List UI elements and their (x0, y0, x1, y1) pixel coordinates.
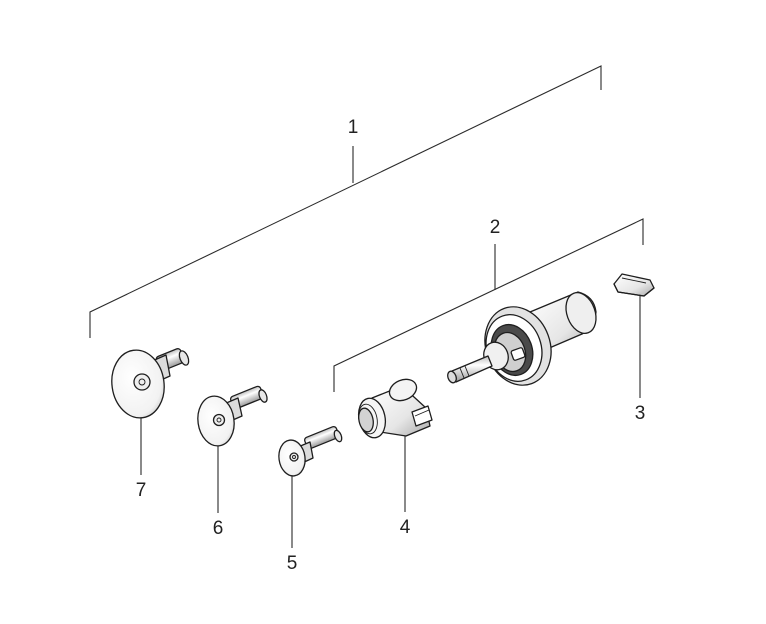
callout-2: 2 (490, 217, 501, 238)
part-2-bearing-housing-shaft (447, 291, 597, 386)
bracket-assembly-1 (89, 65, 602, 338)
part-7-large-disc-arbor (111, 348, 190, 419)
callout-1: 1 (348, 117, 359, 138)
part-5-small-disc-arbor (278, 425, 343, 477)
part-6-medium-disc-arbor (197, 385, 268, 447)
part-4-collet-sleeve (357, 378, 433, 439)
callout-7: 7 (136, 480, 147, 501)
callout-6: 6 (213, 518, 224, 539)
callout-4: 4 (400, 517, 411, 538)
callout-3: 3 (635, 403, 646, 424)
bracket-assembly-2 (333, 218, 644, 392)
callout-5: 5 (287, 553, 298, 574)
part-3-cap (613, 273, 655, 297)
